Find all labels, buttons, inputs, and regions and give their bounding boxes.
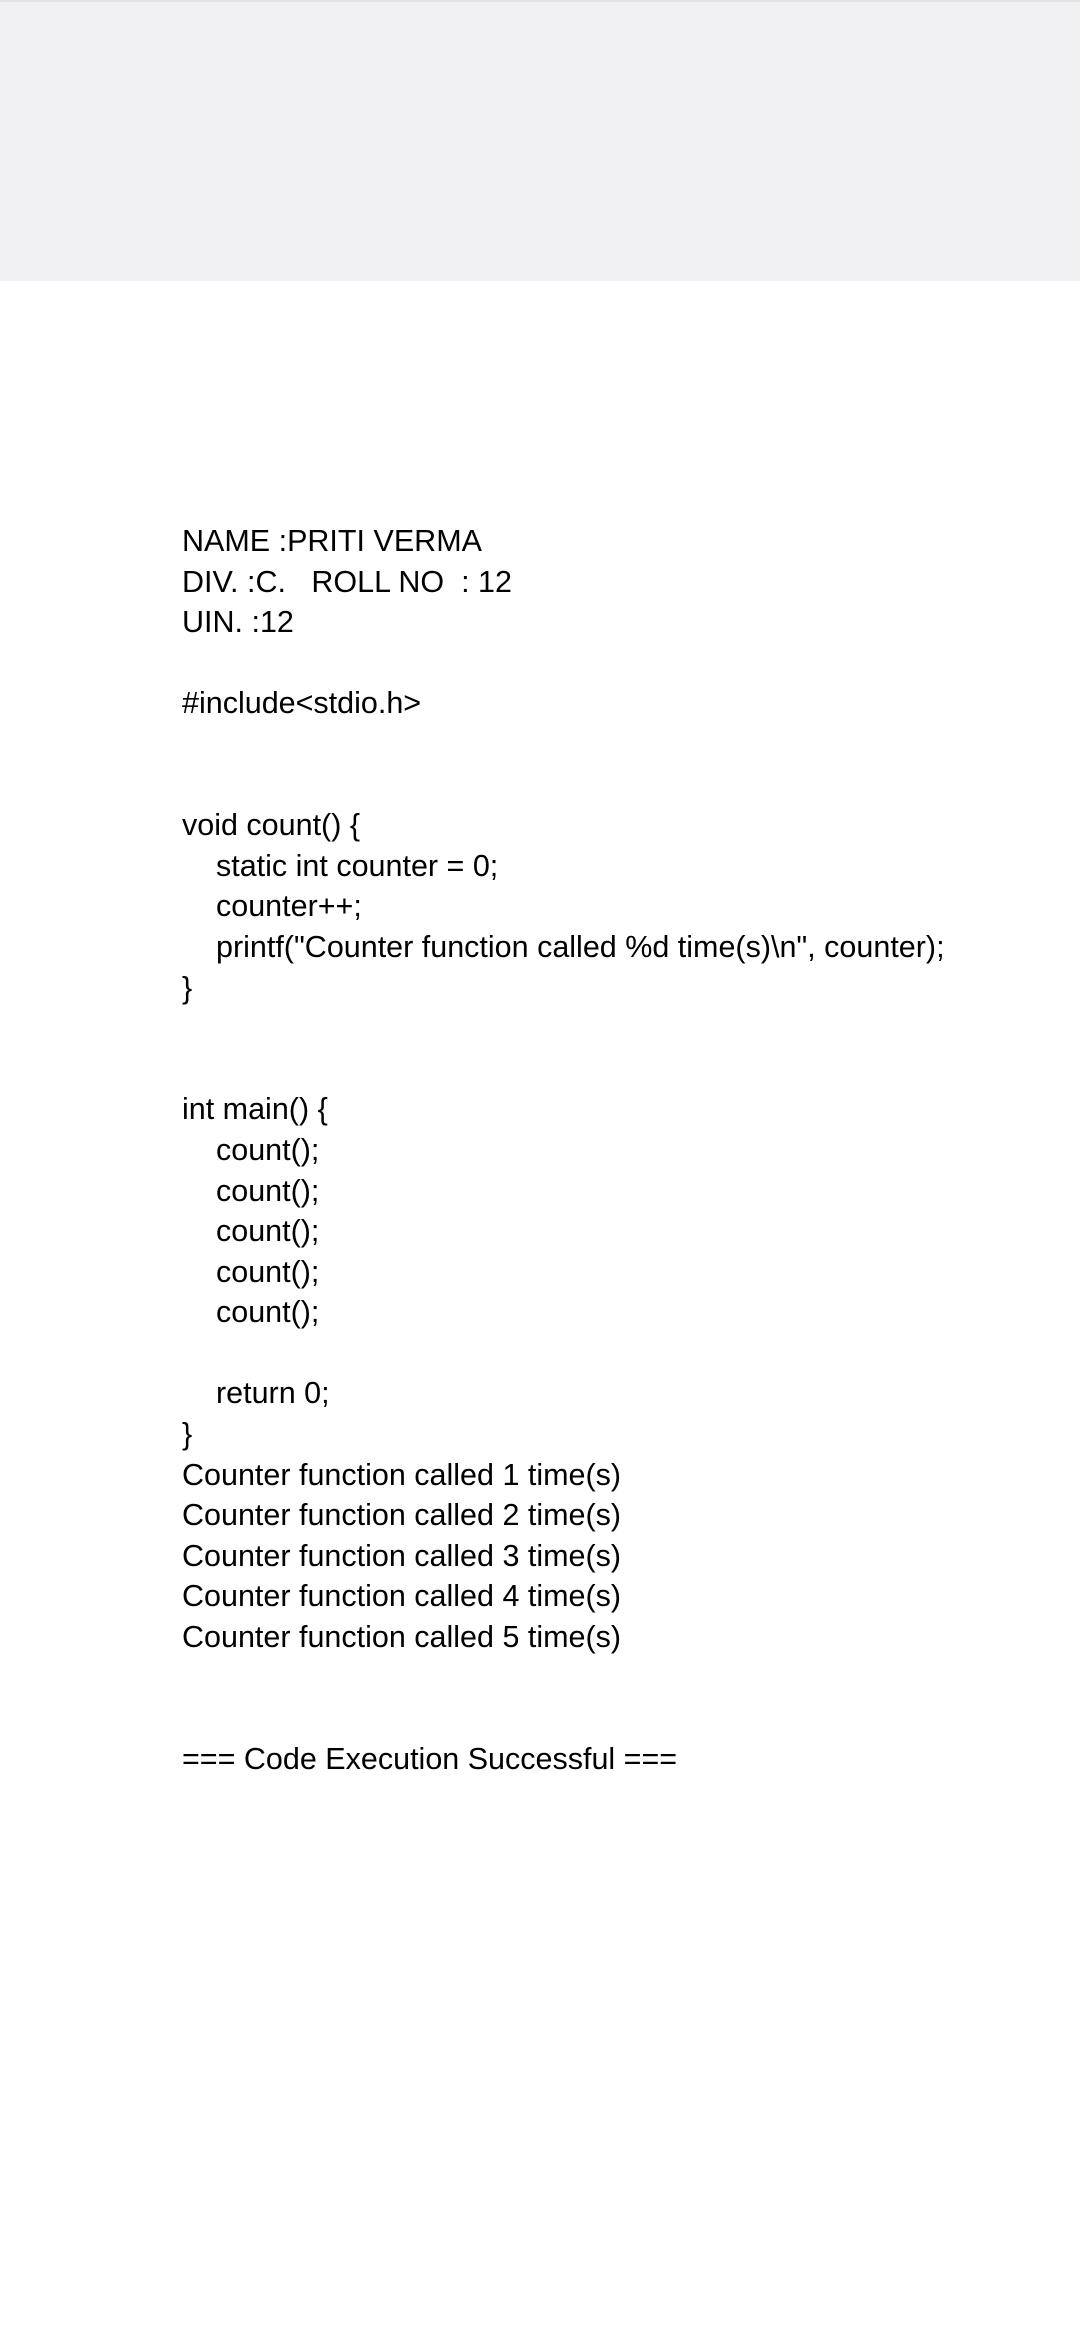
main-function-close: } [182,1417,193,1452]
blank-line [182,1049,1062,1090]
output-line: Counter function called 4 time(s) [182,1579,622,1614]
blank-line [182,1008,1062,1049]
include-directive: #include<stdio.h> [182,686,422,721]
main-call-line: count(); [216,1214,320,1249]
count-function-signature: void count() { [182,808,361,843]
blank-line [182,765,1062,806]
main-function-signature: int main() { [182,1092,328,1127]
main-call-line: count(); [216,1173,320,1208]
main-call-line: count(); [216,1132,320,1167]
document-page: NAME :PRITI VERMA DIV. :C. ROLL NO : 12 … [0,281,1080,2340]
blank-line [182,1333,1062,1374]
count-function-line: counter++; [216,889,362,924]
main-call-line: count(); [216,1254,320,1289]
main-return-line: return 0; [216,1376,330,1411]
execution-status: === Code Execution Successful === [182,1741,678,1776]
output-line: Counter function called 1 time(s) [182,1457,622,1492]
count-function-line: printf("Counter function called %d time(… [216,929,945,964]
count-function-line: static int counter = 0; [216,848,499,883]
output-line: Counter function called 3 time(s) [182,1538,622,1573]
blank-line [182,643,1062,684]
student-name: NAME :PRITI VERMA [182,524,482,558]
blank-line [182,724,1062,765]
uin: UIN. :12 [182,605,294,640]
count-function-close: } [182,970,193,1005]
output-line: Counter function called 2 time(s) [182,1498,622,1533]
document-content: NAME :PRITI VERMA DIV. :C. ROLL NO : 12 … [182,521,1062,1779]
main-call-line: count(); [216,1295,320,1330]
blank-line [182,1698,1062,1739]
blank-line [182,1658,1062,1699]
division-roll-number: DIV. :C. ROLL NO : 12 [182,564,512,599]
top-gray-band [0,0,1080,281]
output-line: Counter function called 5 time(s) [182,1620,622,1655]
